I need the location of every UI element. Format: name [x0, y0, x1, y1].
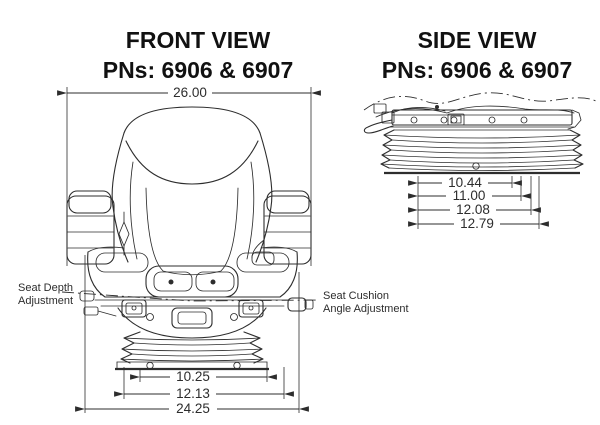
- callout-leader-line: [61, 291, 320, 302]
- seat-height-knob: [118, 211, 130, 256]
- side-dim-3: 12.08: [408, 202, 541, 217]
- seat-backrest: [111, 106, 273, 276]
- headrest-seam: [125, 140, 259, 185]
- side-view-part-numbers: PNs: 6906 & 6907: [382, 57, 573, 83]
- side-dim-4: 12.79: [408, 216, 549, 231]
- side-dim-3-value: 12.08: [456, 202, 490, 217]
- front-dim-base-outer-value: 12.13: [176, 386, 210, 401]
- rail-release-lever: [363, 103, 395, 134]
- front-view-part-numbers: PNs: 6906 & 6907: [103, 57, 294, 83]
- front-view: FRONT VIEW PNs: 6906 & 6907 26.00: [18, 27, 409, 416]
- front-view-title: FRONT VIEW: [126, 27, 271, 53]
- bellows-front: [120, 331, 264, 364]
- callout-seat-depth: Seat Depth Adjustment: [18, 282, 73, 307]
- side-view: SIDE VIEW PNs: 6906 & 6907: [363, 27, 597, 231]
- front-dim-base-inner-value: 10.25: [176, 369, 210, 384]
- front-dim-overall-width-value: 26.00: [173, 85, 207, 100]
- adjustment-mechanism: [79, 290, 314, 339]
- bellows-side: [380, 129, 584, 169]
- front-dim-mounting-width-value: 24.25: [176, 401, 210, 416]
- cushion-angle-adjuster: [238, 299, 264, 318]
- front-dim-overall-width: 26.00: [57, 85, 321, 266]
- seat-depth-adjuster: [121, 299, 147, 318]
- callout-cushion-angle: Seat Cushion Angle Adjustment: [323, 290, 409, 315]
- seat-depth-label-line1: Seat Depth: [18, 282, 73, 294]
- front-dim-base-inner: 10.25: [130, 369, 277, 384]
- front-dim-mounting-width: 24.25: [75, 255, 309, 416]
- seat-cushion: [87, 246, 298, 298]
- side-view-title: SIDE VIEW: [418, 27, 537, 53]
- side-dim-4-value: 12.79: [460, 216, 494, 231]
- side-dim-2: 11.00: [408, 188, 531, 203]
- cushion-angle-label-line1: Seat Cushion: [323, 290, 389, 302]
- slide-rail-assembly: [363, 103, 582, 134]
- armrest-right: [251, 190, 312, 266]
- armrest-left: [66, 190, 130, 265]
- side-dim-1-value: 10.44: [448, 175, 482, 190]
- side-dim-2-value: 11.00: [453, 188, 486, 203]
- seat-tilt-handle: [145, 265, 239, 298]
- side-dim-1: 10.44: [408, 175, 522, 190]
- cushion-angle-label-line2: Angle Adjustment: [323, 303, 409, 315]
- front-dim-base-outer: 12.13: [114, 367, 294, 401]
- break-line: [363, 92, 597, 111]
- base-plate-side: [384, 162, 580, 175]
- seat-depth-label-line2: Adjustment: [18, 295, 73, 307]
- base-plate-front: [115, 361, 269, 371]
